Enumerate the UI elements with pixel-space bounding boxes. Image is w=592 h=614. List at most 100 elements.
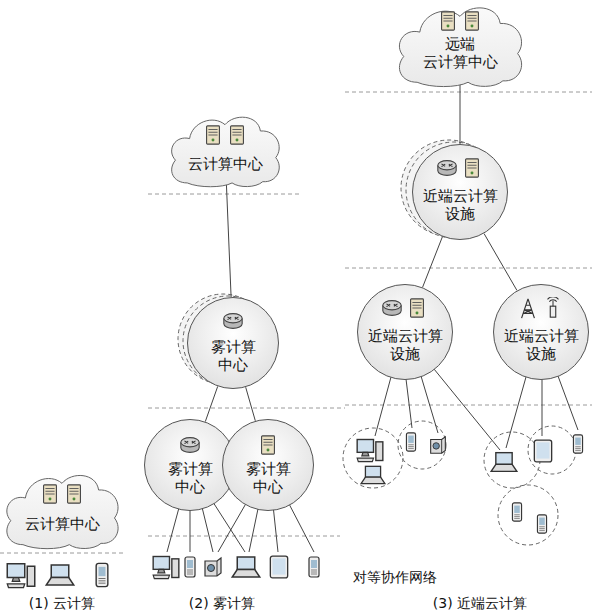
- device-link: [190, 505, 191, 552]
- node-text-block: 云计算中心: [166, 154, 284, 173]
- device-link: [249, 504, 259, 552]
- network-label: 对等协作网络: [353, 568, 437, 586]
- node-text-block: 近端云计算 设施: [412, 187, 508, 223]
- device-link: [406, 379, 412, 428]
- device-link: [211, 499, 245, 552]
- circle-shape: [494, 285, 589, 380]
- desktop-icon: [7, 564, 35, 588]
- tier-separator: [148, 536, 340, 537]
- device-link: [558, 376, 578, 430]
- circle-shape: [223, 420, 314, 511]
- cloud-node: 云计算中心: [1, 470, 123, 550]
- peer-circle: [528, 426, 576, 474]
- panel-caption: (3) 近端云计算: [433, 594, 527, 612]
- node-text-block: 雾计算 中心: [222, 460, 314, 496]
- panel-caption: (2) 雾计算: [189, 594, 255, 612]
- device-link: [167, 504, 180, 552]
- tablet-icon: [270, 556, 287, 578]
- cloud-node: 远端 云计算中心: [393, 2, 527, 88]
- desktop-icon: [153, 557, 179, 579]
- node-icon: [262, 436, 275, 454]
- device-link: [421, 376, 438, 433]
- circle-node: 雾计算 中心: [222, 419, 314, 511]
- tier-separator: [148, 408, 345, 409]
- node-label: 雾计算 中心: [246, 460, 291, 496]
- node-text-block: 远端 云计算中心: [393, 35, 527, 71]
- tier-separators: [0, 92, 592, 553]
- connector-line: [226, 184, 231, 297]
- peer-circle: [498, 485, 558, 545]
- device-links: [167, 369, 578, 552]
- laptop-icon: [46, 565, 74, 585]
- cloud-shape: [399, 8, 521, 87]
- node-label: 云计算中心: [188, 155, 263, 173]
- phone-icon: [512, 503, 521, 521]
- node-label: 近端云计算 设施: [368, 327, 443, 363]
- peer-circle: [343, 428, 403, 488]
- node-text-block: 雾计算 中心: [187, 338, 279, 374]
- peer-circle: [398, 421, 446, 469]
- node-text-block: 云计算中心: [1, 514, 123, 533]
- device-link: [542, 379, 543, 436]
- circle-shape: [358, 285, 453, 380]
- node-icons: [1, 470, 123, 550]
- cloud-shape: [7, 475, 118, 548]
- tablet-icon: [534, 440, 551, 462]
- phone-icon: [96, 563, 108, 586]
- cloud-node: 云计算中心: [166, 112, 284, 188]
- node-outline: [166, 112, 284, 188]
- node-label: 云计算中心: [25, 515, 100, 533]
- connector-line: [246, 387, 256, 421]
- node-icon: [207, 126, 220, 144]
- laptop-icon: [361, 466, 385, 483]
- circle-node: 近端云计算 设施: [493, 284, 589, 380]
- node-label: 远端 云计算中心: [423, 35, 498, 71]
- node-icon: [438, 161, 456, 176]
- circle-node: 雾计算 中心: [187, 297, 279, 389]
- tier-separator: [148, 194, 300, 195]
- tier-separator: [345, 92, 592, 93]
- laptop-icon: [232, 557, 260, 577]
- phone-icon: [537, 515, 546, 533]
- node-label: 雾计算 中心: [211, 338, 256, 374]
- node-icon: [231, 126, 244, 144]
- camera-icon: [205, 558, 221, 576]
- circle-node: 近端云计算 设施: [412, 144, 508, 240]
- device-link: [287, 500, 314, 552]
- tier-separator: [345, 268, 592, 269]
- node-icon: [68, 485, 81, 503]
- phone-icon: [573, 435, 582, 453]
- peer-network-circles: [343, 421, 576, 545]
- tier-separator: [345, 405, 592, 406]
- connector-line: [423, 237, 443, 288]
- node-icon: [224, 314, 242, 329]
- node-icon: [44, 485, 57, 503]
- laptop-icon: [491, 453, 517, 472]
- node-label: 近端云计算 设施: [504, 327, 579, 363]
- connector-line: [484, 234, 517, 291]
- node-text-block: 近端云计算 设施: [357, 327, 453, 363]
- node-icon: [181, 438, 199, 453]
- node-icon: [548, 297, 559, 317]
- device-link: [273, 505, 278, 552]
- node-icons: [166, 112, 284, 188]
- node-icon: [522, 299, 535, 318]
- camera-icon: [431, 437, 446, 454]
- desktop-icon: [357, 440, 383, 462]
- node-icon: [442, 12, 455, 30]
- circle-shape: [188, 298, 279, 389]
- phone-icon: [406, 433, 415, 451]
- phone-icon: [185, 557, 195, 577]
- node-icon: [383, 301, 401, 316]
- circle-shape: [413, 145, 508, 240]
- device-link: [375, 377, 391, 436]
- phone-icon: [309, 557, 319, 577]
- node-text-block: 近端云计算 设施: [493, 327, 589, 363]
- node-outline: [1, 470, 123, 550]
- device-link: [201, 503, 213, 552]
- panel-caption: (1) 云计算: [29, 594, 95, 612]
- device-link: [506, 377, 526, 448]
- circle-node: 近端云计算 设施: [357, 284, 453, 380]
- connector-line: [460, 84, 461, 144]
